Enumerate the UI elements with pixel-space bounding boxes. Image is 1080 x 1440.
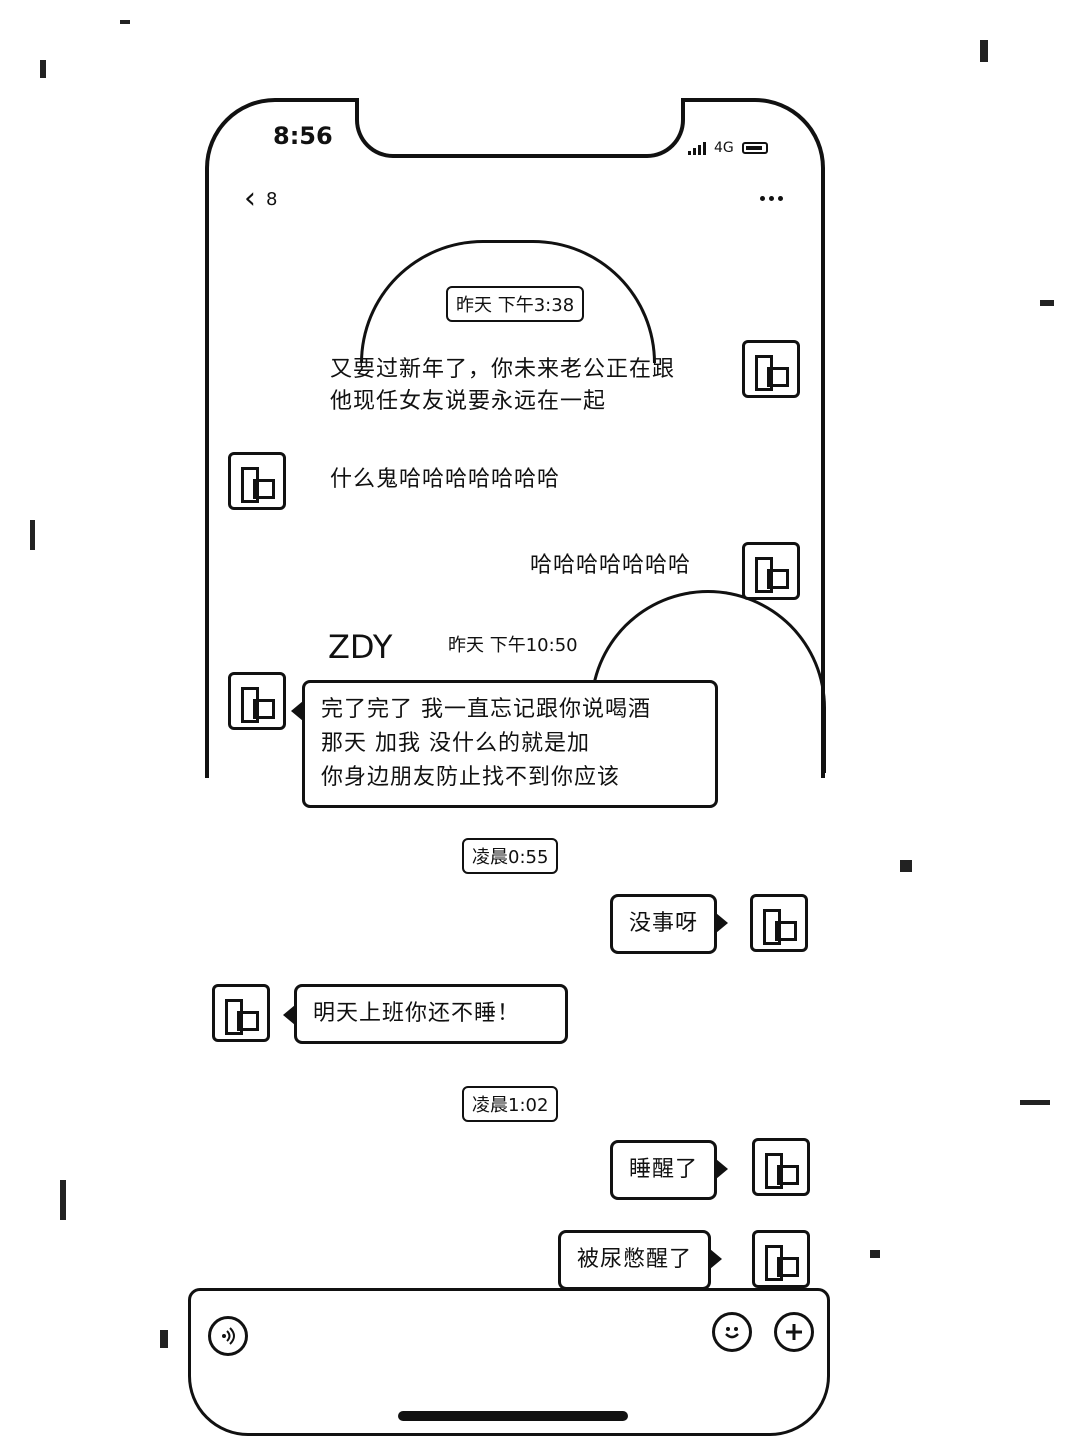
message-text[interactable]: 又要过新年了，你未来老公正在跟 他现任女友说要永远在一起 (330, 357, 676, 414)
avatar[interactable] (750, 894, 808, 952)
plus-icon[interactable] (774, 1312, 814, 1352)
avatar[interactable] (228, 672, 286, 730)
smile-face-icon (725, 1327, 739, 1339)
message-bubble[interactable]: 没事呀 (610, 894, 729, 954)
noise-speck (40, 60, 46, 78)
voice-icon[interactable] (208, 1316, 248, 1356)
more-button[interactable] (760, 196, 783, 201)
message-bubble[interactable]: 被尿憋醒了 (558, 1230, 723, 1290)
message-bubble[interactable]: 明天上班你还不睡！ (283, 984, 568, 1044)
noise-speck (980, 40, 988, 62)
home-indicator (398, 1411, 628, 1421)
overlay-label: ZDY (328, 628, 393, 666)
timestamp: 昨天 下午10:50 (440, 628, 586, 660)
more-icon (760, 196, 765, 201)
message-text[interactable]: 哈哈哈哈哈哈哈 (530, 553, 692, 578)
status-time: 8:56 (273, 122, 333, 150)
noise-speck (1020, 1100, 1050, 1105)
noise-speck (900, 860, 912, 872)
signal-icon (688, 141, 706, 155)
voice-wave-icon (222, 1327, 235, 1345)
avatar[interactable] (228, 452, 286, 510)
noise-speck (1040, 300, 1054, 306)
avatar[interactable] (742, 340, 800, 398)
plus-sign-icon (786, 1324, 802, 1340)
status-indicators: 4G (688, 140, 768, 156)
noise-speck (870, 1250, 880, 1258)
battery-icon (741, 142, 768, 154)
noise-speck (60, 1180, 66, 1220)
phone-notch (355, 98, 685, 158)
back-button[interactable]: ‹ 8 (244, 184, 277, 214)
avatar[interactable] (752, 1138, 810, 1196)
timestamp: 昨天 下午3:38 (446, 286, 585, 322)
noise-speck (160, 1330, 168, 1348)
timestamp: 凌晨1:02 (462, 1086, 559, 1122)
timestamp: 凌晨0:55 (462, 838, 559, 874)
noise-speck (120, 20, 130, 24)
emoji-icon[interactable] (712, 1312, 752, 1352)
avatar[interactable] (212, 984, 270, 1042)
noise-speck (30, 520, 35, 550)
chevron-left-icon: ‹ (244, 181, 256, 216)
message-bubble[interactable]: 完了完了 我一直忘记跟你说喝酒 那天 加我 没什么的就是加 你身边朋友防止找不到… (291, 680, 718, 808)
unread-count: 8 (266, 188, 278, 210)
message-bubble[interactable]: 睡醒了 (610, 1140, 729, 1200)
avatar[interactable] (752, 1230, 810, 1288)
message-text[interactable]: 什么鬼哈哈哈哈哈哈哈 (330, 467, 561, 492)
network-label: 4G (714, 140, 734, 156)
avatar[interactable] (742, 542, 800, 600)
